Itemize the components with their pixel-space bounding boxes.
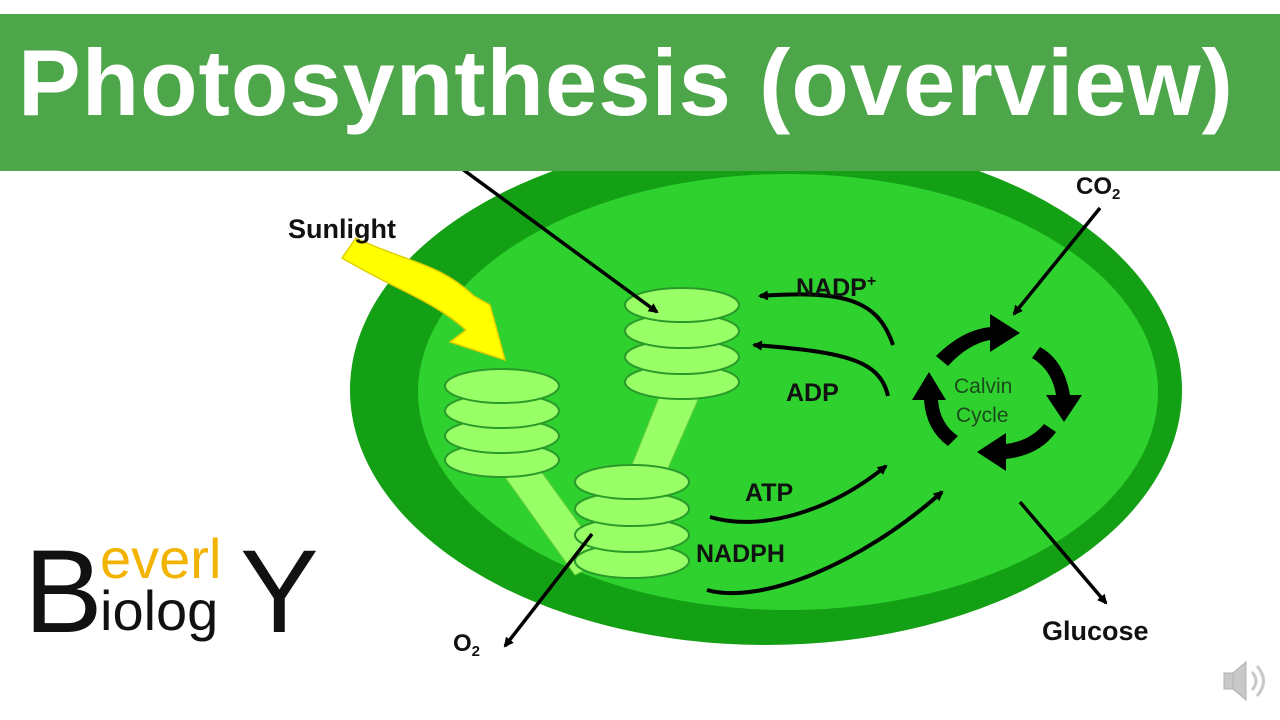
nadph-arrow — [706, 490, 944, 596]
granum-bottom — [574, 464, 690, 579]
granum-top — [624, 287, 740, 400]
logo-top-text: everl — [100, 527, 221, 590]
title-banner — [0, 14, 1280, 171]
nadph-label: NADPH — [696, 540, 785, 568]
glucose-arrow — [1018, 500, 1108, 605]
page-title: Photosynthesis (overview) — [18, 30, 1234, 135]
sunlight-arrow — [340, 237, 507, 362]
co2-label: CO2 — [1076, 173, 1120, 203]
logo-big-b: B — [24, 526, 103, 658]
o2-label: O2 — [453, 630, 480, 660]
calvin-label-line1: Calvin — [954, 375, 1012, 398]
glucose-label: Glucose — [1042, 616, 1149, 646]
nadp-arrow — [758, 290, 895, 346]
granum-left — [444, 368, 560, 478]
adp-arrow — [752, 340, 890, 397]
nadp-label: NADP+ — [796, 273, 876, 302]
logo-bottom-text: iolog — [100, 579, 218, 642]
logo-big-y: Y — [240, 526, 319, 658]
calvin-label-line2: Cycle — [956, 404, 1009, 427]
calvin-cycle-arrows — [912, 314, 1082, 471]
sunlight-label: Sunlight — [288, 214, 396, 244]
atp-label: ATP — [745, 479, 793, 507]
o2-arrow — [503, 532, 594, 648]
speaker-icon[interactable] — [1223, 660, 1265, 702]
atp-arrow — [709, 464, 888, 524]
h2o-arrow — [448, 158, 659, 314]
adp-label: ADP — [786, 379, 839, 407]
beverly-biology-logo: B everl iolog Y — [24, 526, 319, 658]
co2-arrow — [1012, 206, 1102, 316]
